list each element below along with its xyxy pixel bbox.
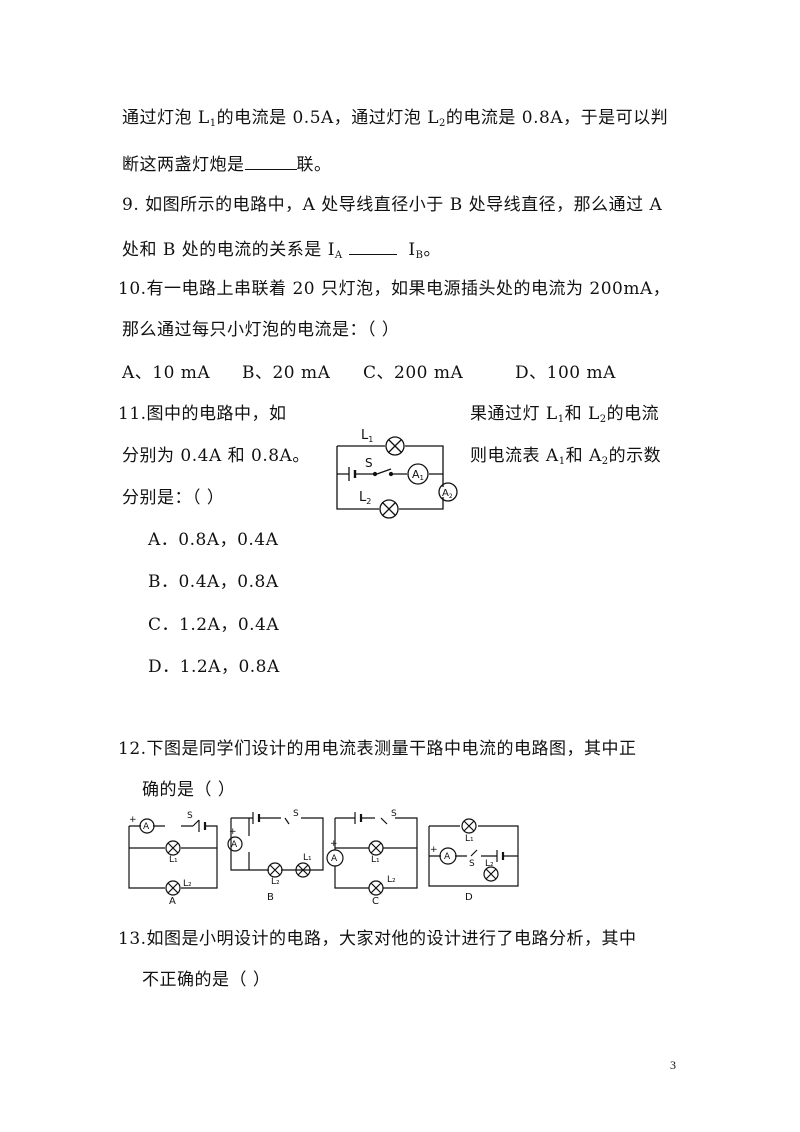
ammeter-a1-icon: [407, 463, 429, 485]
label-l2: L2: [359, 490, 371, 506]
q12-a-l2: L₂: [183, 879, 192, 889]
label-l1: L1: [361, 428, 373, 444]
q12-line2: 确的是（ ）: [142, 780, 236, 800]
q9-line1: 9. 如图所示的电路中，A 处导线直径小于 B 处导线直径，那么通过 A: [122, 195, 663, 215]
q9-text-c: 。: [423, 240, 441, 260]
q8-line2-end: 联。: [296, 155, 332, 175]
q11-r2-b: 和 A: [565, 446, 602, 466]
q8-line1: 通过灯泡 L1的电流是 0.5A，通过灯泡 L2的电流是 0.8A，于是可以判: [122, 106, 668, 136]
q8-line2-text: 断这两盏灯炮是: [122, 155, 245, 175]
q9-answer-blank[interactable]: [348, 236, 397, 255]
q11-r1-sub1: 1: [557, 414, 565, 425]
q8-text-c: 的电流是 0.8A，于是可以判: [445, 108, 669, 128]
q9-sub-a: A: [334, 250, 343, 261]
q10-option-c[interactable]: C、200 mA: [363, 363, 464, 383]
q12-d-switch: S: [469, 859, 475, 869]
q12-label-c: C: [372, 896, 379, 907]
q12-label-a: A: [169, 896, 176, 907]
q9-sub-b: B: [415, 250, 424, 261]
q11-option-c[interactable]: C．1.2A，0.4A: [148, 615, 280, 635]
q12-b-switch: S: [293, 809, 299, 819]
q8-text-b: 的电流是 0.5A，通过灯泡 L: [216, 108, 439, 128]
q12-d-plus: +: [430, 845, 438, 855]
circuit-a[interactable]: [128, 818, 218, 896]
q11-line2-left: 分别为 0.4A 和 0.8A。: [122, 446, 310, 466]
q11-circuit-diagram: L1 S L2 A1 A2: [336, 428, 458, 519]
q11-r2-sub2: 2: [601, 456, 609, 467]
q12-c-l1: L₁: [371, 855, 380, 865]
label-a1: A1: [412, 468, 424, 482]
q11-line2-right: 则电流表 A1和 A2的示数: [470, 444, 661, 474]
q8-sub1: 1: [209, 118, 217, 129]
q12-d-l1: L₁: [465, 834, 474, 844]
q13-line2: 不正确的是（ ）: [142, 970, 271, 990]
q12-a-l1: L₁: [169, 855, 178, 865]
q11-line3: 分别是：（ ）: [122, 488, 225, 508]
q12-line1: 12.下图是同学们设计的用电流表测量干路中电流的电路图，其中正: [118, 739, 637, 759]
q12-a-plus: +: [129, 815, 137, 825]
q12-d-l2: L₂: [485, 859, 494, 869]
q10-option-b[interactable]: B、20 mA: [242, 363, 331, 383]
label-s: S: [365, 456, 373, 470]
label-a2: A2: [442, 488, 453, 500]
q11-line1-right: 果通过灯 L1和 L2的电流: [470, 402, 659, 432]
q9-line2: 处和 B 处的电流的关系是 IA IB。: [122, 236, 441, 268]
q11-r2-c: 的示数: [608, 446, 662, 466]
q11-r2-sub1: 1: [558, 456, 566, 467]
circuit-d[interactable]: [428, 818, 519, 887]
q12-c-meter: A: [331, 854, 338, 864]
lamp-l2-icon: [379, 499, 399, 519]
lamp-l1-icon: [385, 436, 405, 456]
q11-option-d[interactable]: D．1.2A，0.8A: [148, 657, 280, 677]
q10-line1: 10.有一电路上串联着 20 只灯泡，如果电源插头处的电流为 200mA，: [118, 279, 671, 299]
q10-option-a[interactable]: A、10 mA: [122, 363, 211, 383]
q11-r1-c: 的电流: [606, 404, 660, 424]
ammeter-a2-icon: [438, 482, 458, 502]
q11-line1-left: 11.图中的电路中，如: [118, 404, 287, 424]
q12-c-l2: L₂: [387, 875, 396, 885]
q8-text-a: 通过灯泡 L: [122, 108, 210, 128]
q12-label-b: B: [267, 892, 274, 903]
q8-sub2: 2: [439, 118, 446, 129]
q12-d-meter: A: [444, 852, 451, 862]
q12-a-switch: S: [187, 811, 193, 821]
q12-b-l1: L₁: [303, 853, 312, 863]
q11-option-b[interactable]: B．0.4A，0.8A: [148, 572, 279, 592]
q12-c-switch: S: [391, 809, 397, 819]
q11-r1-sub2: 2: [599, 414, 607, 425]
q11-r1-b: 和 L: [564, 404, 600, 424]
q12-label-d: D: [465, 892, 473, 903]
q11-option-a[interactable]: A．0.8A，0.4A: [148, 530, 279, 550]
q10-line2: 那么通过每只小灯泡的电流是：（ ）: [122, 320, 400, 340]
circuit-c[interactable]: [326, 812, 418, 896]
q12-circuit-diagrams: A + S L₁ L₂ A A + S L₁ L₂ B A + S L₁ L₂ …: [128, 809, 519, 907]
q12-b-meter: A: [231, 840, 238, 850]
circuit-b[interactable]: [227, 812, 324, 878]
q8-line2: 断这两盏灯炮是 联。: [122, 151, 332, 177]
q11-r2-a: 则电流表 A: [470, 446, 559, 466]
q9-text-b: I: [408, 240, 416, 260]
q12-c-plus: +: [330, 839, 338, 849]
q9-text-a: 处和 B 处的电流的关系是 I: [122, 240, 335, 260]
q12-a-meter: A: [143, 822, 150, 832]
page-number: 3: [670, 1058, 676, 1072]
q12-b-l2: L₂: [271, 877, 280, 887]
q13-line1: 13.如图是小明设计的电路，大家对他的设计进行了电路分析，其中: [118, 929, 637, 949]
q10-option-d[interactable]: D、100 mA: [515, 363, 616, 383]
q11-r1-a: 果通过灯 L: [470, 404, 558, 424]
q12-b-plus: +: [229, 827, 237, 837]
q8-answer-blank[interactable]: [244, 151, 297, 170]
